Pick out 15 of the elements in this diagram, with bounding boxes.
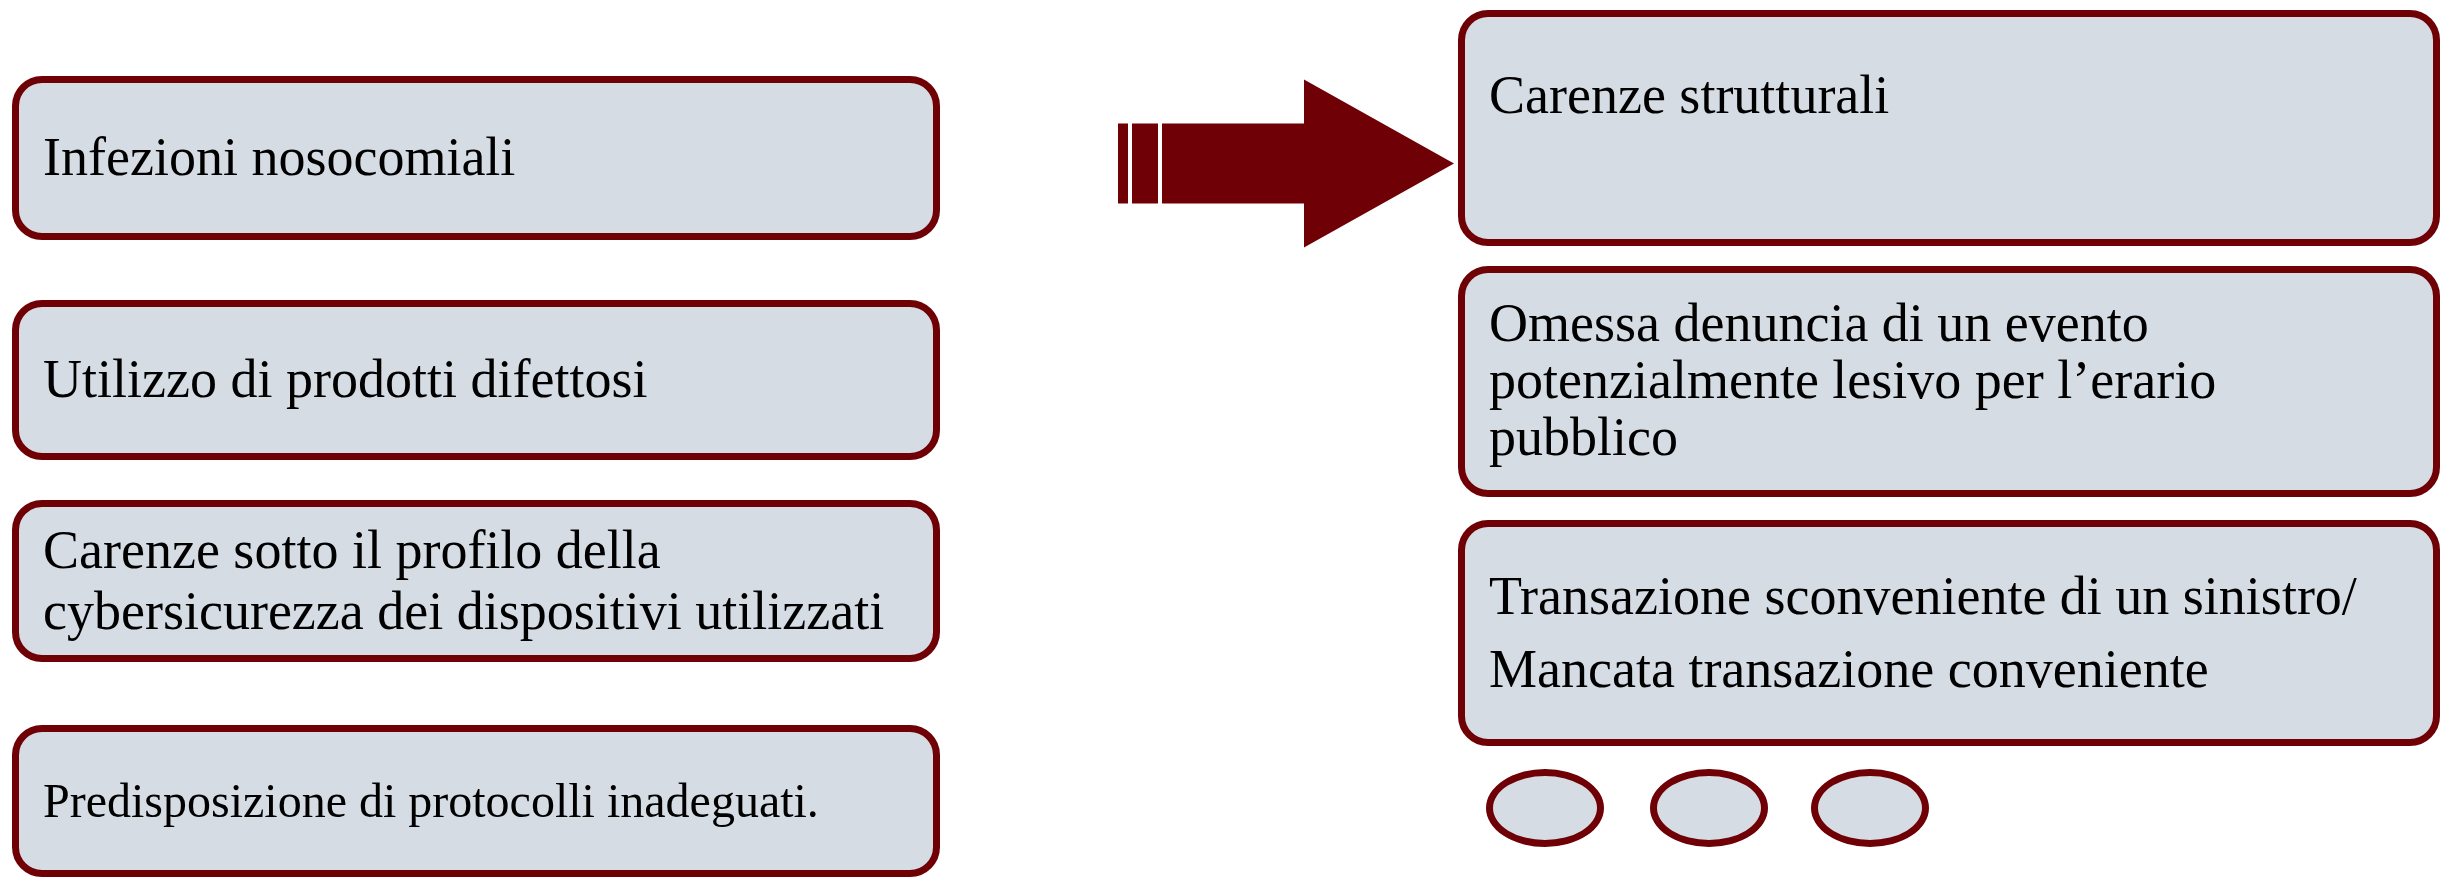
box-text: Utilizzo di prodotti difettosi (43, 349, 649, 411)
box-text: Predisposizione di protocolli inadeguati. (43, 773, 820, 829)
rounded-box (1458, 266, 2440, 497)
rounded-box (12, 76, 940, 240)
box-text: Omessa denuncia di un evento potenzialmente lesivo per l’erario pubblico (1489, 295, 2218, 467)
rounded-box (1458, 10, 2440, 246)
box-text: Carenze strutturali (1489, 65, 1891, 126)
block-arrow (1118, 79, 1454, 248)
rounded-box (12, 300, 940, 460)
box-text: Carenze sotto il profilo della cybersicurezza dei dispositivi utilizzati (43, 520, 886, 642)
box-text: Transazione sconveniente di un sinistro/ Mancata transazione conveniente (1489, 564, 2358, 701)
box-text: Infezioni nosocomiali (43, 127, 517, 189)
rounded-box (1458, 520, 2440, 746)
rounded-box (12, 725, 940, 877)
rounded-box (12, 500, 940, 662)
